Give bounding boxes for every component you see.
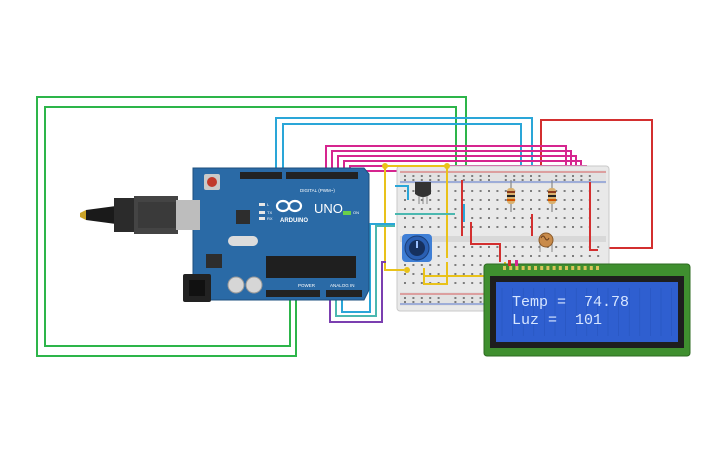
led-l bbox=[259, 203, 265, 206]
yellow-wire-junction bbox=[444, 163, 450, 169]
photoresistor bbox=[538, 232, 554, 252]
temperature-sensor bbox=[415, 182, 431, 204]
lcd-wire-ends bbox=[508, 260, 518, 266]
digital-label: DIGITAL (PWM~) bbox=[300, 188, 335, 193]
arduino-model: UNO bbox=[314, 201, 343, 216]
blue-wire-1[interactable] bbox=[275, 117, 533, 180]
regulator-chip bbox=[206, 254, 222, 268]
resistor-2 bbox=[548, 180, 556, 212]
reset-button-cap bbox=[207, 177, 217, 187]
yellow-wire-junction bbox=[404, 267, 410, 273]
analog-header bbox=[326, 290, 362, 297]
led-tx bbox=[259, 211, 265, 214]
led-on bbox=[343, 211, 351, 215]
l-label: L bbox=[267, 202, 270, 207]
analog-wires[interactable] bbox=[329, 223, 395, 323]
power-jack bbox=[183, 274, 211, 302]
red-wire-top[interactable] bbox=[540, 119, 653, 249]
power-header bbox=[266, 290, 320, 297]
resistor-1 bbox=[507, 180, 515, 212]
usb-chip bbox=[236, 210, 250, 224]
usb-connector[interactable] bbox=[80, 196, 200, 234]
atmega-chip bbox=[266, 256, 356, 278]
breadboard-jumpers[interactable] bbox=[395, 180, 598, 262]
potentiometer[interactable] bbox=[402, 234, 432, 262]
arduino-infinity-logo bbox=[275, 199, 303, 213]
lcd-line-1: Temp = 74.78 bbox=[512, 294, 629, 311]
tx-label: TX bbox=[267, 210, 272, 215]
crystal bbox=[228, 236, 258, 246]
analog-label: ANALOG IN bbox=[330, 283, 355, 288]
arduino-brand: ARDUINO bbox=[280, 218, 308, 224]
green-wire-outer[interactable] bbox=[36, 96, 467, 357]
digital-header-left bbox=[240, 172, 282, 179]
power-label: POWER bbox=[298, 283, 316, 288]
green-wire-inner[interactable] bbox=[44, 106, 457, 347]
capacitor-2 bbox=[245, 276, 263, 294]
capacitor-1 bbox=[227, 276, 245, 294]
arduino-uno-board[interactable]: ARDUINO UNO DIGITAL (PWM~) POWER ANALOG … bbox=[192, 167, 370, 301]
digital-header-right bbox=[286, 172, 358, 179]
led-rx bbox=[259, 217, 265, 220]
rx-label: RX bbox=[267, 216, 273, 221]
lcd-module: Temp = 74.78 Luz = 101 bbox=[483, 263, 691, 357]
yellow-wire-junction bbox=[382, 163, 388, 169]
lcd-line-2: Luz = 101 bbox=[512, 312, 602, 329]
on-label: ON bbox=[353, 210, 359, 215]
